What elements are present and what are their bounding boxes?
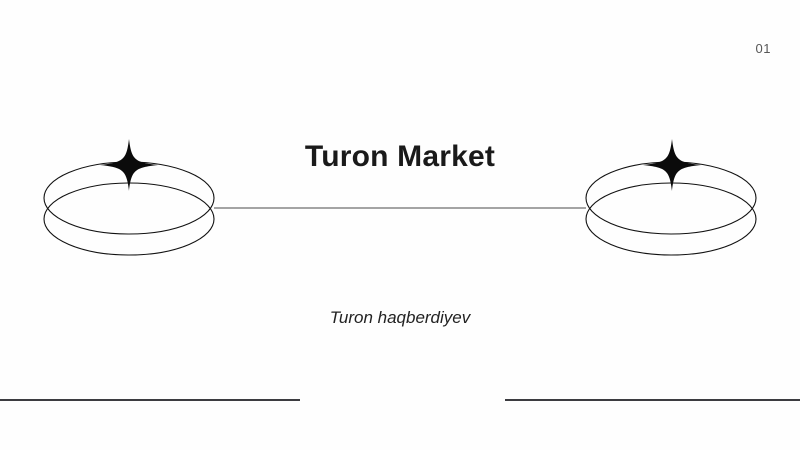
page-number: 01 (755, 41, 771, 56)
bottom-rule-left (0, 399, 300, 401)
right-ring-lower-ellipse (585, 182, 757, 256)
left-ring-lower-ellipse (43, 182, 215, 256)
left-ellipse-ring (43, 161, 215, 256)
page-title: Turon Market (304, 140, 496, 173)
page-subtitle: Turon haqberdiyev (329, 308, 471, 327)
bottom-rule-right (505, 399, 800, 401)
right-ellipse-ring (585, 161, 757, 256)
